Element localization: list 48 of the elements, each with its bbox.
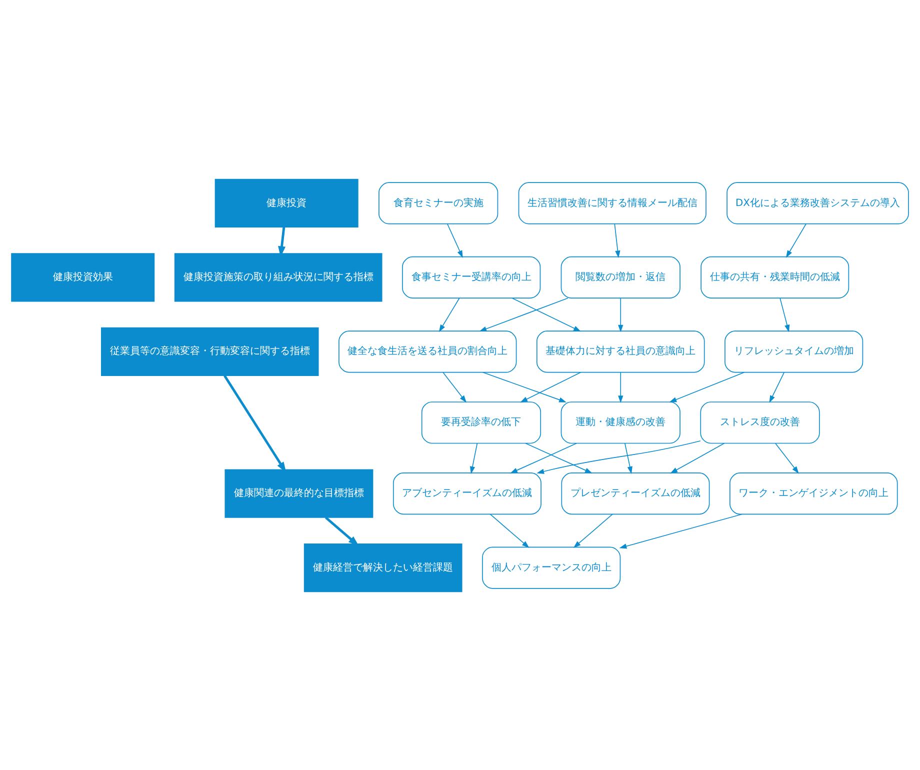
arrow (442, 372, 467, 402)
arrow (446, 222, 463, 258)
node-box: DX化による業務改善システムの導入 (726, 182, 909, 224)
node-box: プレゼンティーイズムの低減 (561, 472, 710, 514)
arrow (510, 442, 578, 473)
arrow (224, 374, 286, 472)
arrow (780, 297, 790, 332)
node-box: 個人パフォーマンスの向上 (482, 546, 621, 588)
arrow (786, 222, 806, 258)
arrow (536, 440, 701, 474)
node-box: 運動・健康感の改善 (560, 401, 680, 444)
node-box: 従業員等の意識変容・行動変容に関する指標 (101, 326, 319, 376)
arrow (490, 513, 530, 548)
arrow (670, 442, 725, 473)
arrow (525, 442, 592, 473)
node-box: 健康関連の最終的な目標指標 (224, 468, 374, 518)
node-box: 食事セミナー受講率の向上 (402, 256, 541, 298)
node-box: ワーク・エンゲイジメントの向上 (730, 472, 898, 514)
arrow (614, 222, 620, 258)
node-box: 健康投資効果 (11, 252, 155, 302)
arrow (769, 372, 784, 402)
node-box: 閲覧数の増加・返信 (560, 256, 680, 298)
arrow (775, 442, 799, 474)
node-box: 健康経営で解決したい経営課題 (304, 542, 462, 592)
node-box: 食育セミナーの実施 (378, 182, 498, 224)
arrow (624, 442, 632, 474)
node-box: 基礎体力に対する社員の意識向上 (536, 330, 705, 372)
arrow (325, 516, 360, 546)
node-box: 健全な食生活を送る社員の割合向上 (338, 330, 517, 372)
arrow (618, 297, 624, 332)
arrow (573, 513, 613, 548)
arrow (520, 371, 582, 402)
arrow (669, 371, 745, 402)
arrow (618, 372, 624, 403)
arrow (479, 297, 568, 331)
arrow (619, 513, 742, 548)
node-box: 健康投資施策の取り組み状況に関する指標 (174, 252, 382, 302)
arrow (438, 297, 460, 332)
arrow (470, 442, 478, 474)
node-box: 生活習慣改善に関する情報メール配信 (518, 182, 706, 224)
node-box: 仕事の共有・残業時間の低減 (700, 256, 850, 298)
arrow (512, 297, 581, 332)
arrow (482, 371, 566, 402)
node-box: ストレス度の改善 (700, 401, 820, 444)
node-box: 要再受診率の低下 (421, 401, 542, 444)
node-box: アブセンティーイズムの低減 (392, 472, 542, 514)
node-box: 健康投資 (214, 178, 358, 228)
node-box: リフレッシュタイムの増加 (724, 330, 864, 372)
